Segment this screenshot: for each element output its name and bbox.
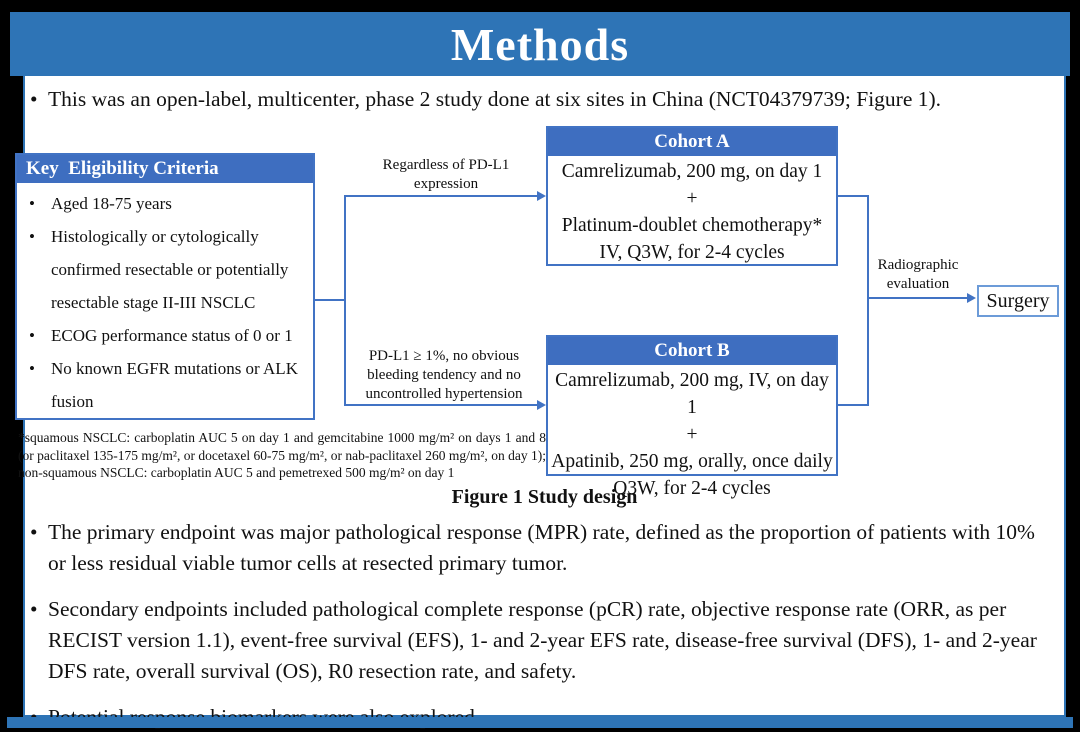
- eligibility-item: Aged 18-75 years: [25, 187, 309, 220]
- cohort-b-line: Apatinib, 250 mg, orally, once daily: [551, 451, 833, 472]
- bullet-primary-endpoint: The primary endpoint was major pathologi…: [30, 517, 1044, 579]
- intro-bullet: This was an open-label, multicenter, pha…: [30, 84, 1042, 115]
- cohort-b-line: +: [686, 424, 698, 445]
- bottom-accent-bar: [7, 717, 1073, 728]
- cohort-b-body: Camrelizumab, 200 mg, IV, on day 1 + Apa…: [548, 365, 836, 502]
- eligibility-item: ECOG performance status of 0 or 1: [25, 319, 309, 352]
- figure-caption: Figure 1 Study design: [451, 486, 638, 508]
- eligibility-list: Aged 18-75 years Histologically or cytol…: [17, 183, 313, 418]
- cohort-b-line: Camrelizumab, 200 mg, IV, on day 1: [555, 370, 829, 418]
- eligibility-header: Key Eligibility Criteria: [17, 155, 313, 183]
- cohort-a-body: Camrelizumab, 200 mg, on day 1 + Platinu…: [548, 156, 836, 266]
- surgery-box: Surgery: [977, 285, 1059, 317]
- branch-label-top: Regardless of PD-L1 expression: [382, 157, 510, 192]
- eligibility-box: Key Eligibility Criteria Aged 18-75 year…: [15, 153, 315, 420]
- bullet-secondary-endpoints: Secondary endpoints included pathologica…: [30, 594, 1044, 687]
- cohort-a-line: IV, Q3W, for 2-4 cycles: [599, 242, 785, 263]
- endpoint-bullets: The primary endpoint was major pathologi…: [30, 517, 1044, 732]
- title-banner: Methods: [10, 12, 1070, 76]
- chemotherapy-footnote: *squamous NSCLC: carboplatin AUC 5 on da…: [18, 430, 546, 480]
- eligibility-item: Histologically or cytologically confirme…: [25, 220, 309, 319]
- eligibility-item: No known EGFR mutations or ALK fusion: [25, 352, 309, 418]
- cohort-a-header: Cohort A: [548, 128, 836, 156]
- branch-label-bottom: PD-L1 ≥ 1%, no obvious bleeding tendency…: [365, 348, 523, 402]
- cohort-a-line: Platinum-doublet chemotherapy*: [561, 215, 823, 236]
- cohort-a-box: Cohort A Camrelizumab, 200 mg, on day 1 …: [546, 126, 838, 266]
- cohort-a-line: +: [686, 188, 698, 209]
- cohort-b-line: Q3W, for 2-4 cycles: [613, 478, 771, 499]
- cohort-b-header: Cohort B: [548, 337, 836, 365]
- page-title: Methods: [450, 18, 630, 70]
- cohort-b-box: Cohort B Camrelizumab, 200 mg, IV, on da…: [546, 335, 838, 499]
- cohort-a-line: Camrelizumab, 200 mg, on day 1: [561, 161, 823, 182]
- radiographic-evaluation-label: Radiographic evaluation: [877, 257, 959, 292]
